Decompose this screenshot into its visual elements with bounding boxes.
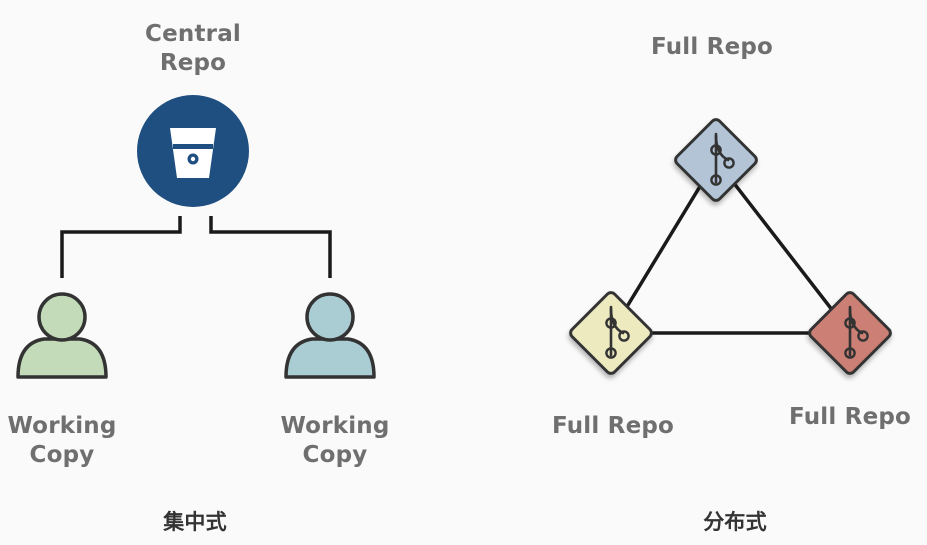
full-repo-label-top: Full Repo bbox=[650, 34, 774, 60]
connector-line-top-right bbox=[714, 158, 852, 335]
full-repo-node-left bbox=[569, 291, 653, 375]
working-copy-label-line1: Working bbox=[280, 413, 390, 439]
central-repo-label-line2: Repo bbox=[159, 50, 227, 76]
centralized-caption: 集中式 bbox=[163, 510, 227, 534]
bitbucket-bucket-icon bbox=[170, 128, 216, 178]
user-icon bbox=[16, 292, 108, 379]
user-icon bbox=[284, 292, 376, 379]
connector-line-left bbox=[60, 216, 182, 278]
full-repo-label-right: Full Repo bbox=[788, 404, 912, 430]
connector-line-top-left bbox=[609, 159, 718, 334]
central-repo-label-line1: Central bbox=[145, 21, 241, 47]
working-copy-label-line1: Working bbox=[7, 413, 117, 439]
full-repo-node-top bbox=[674, 118, 758, 202]
working-copy-label-line2: Copy bbox=[29, 442, 95, 468]
working-copy-label-line2: Copy bbox=[302, 442, 368, 468]
working-copy-label-right: Working Copy bbox=[275, 412, 395, 470]
distributed-caption: 分布式 bbox=[703, 510, 767, 534]
central-repo-label: Central Repo bbox=[133, 20, 253, 78]
full-repo-node-right bbox=[808, 291, 892, 375]
working-copy-label-left: Working Copy bbox=[2, 412, 122, 470]
central-repo-icon bbox=[137, 95, 249, 207]
connector-line-right bbox=[209, 216, 332, 278]
full-repo-label-left: Full Repo bbox=[551, 413, 675, 439]
